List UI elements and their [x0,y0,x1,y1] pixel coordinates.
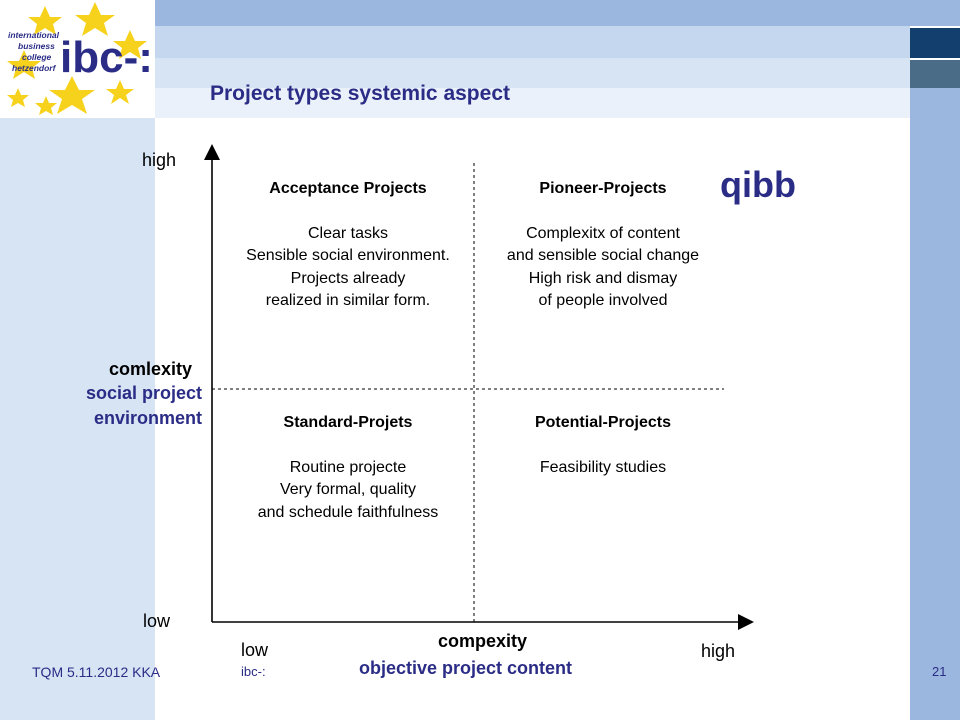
logo-word: hetzendorf [12,63,57,73]
quadrant-line: Very formal, quality [279,481,417,498]
quadrant-line: Feasibility studies [539,458,667,476]
header-stripe [155,26,910,58]
footer-brand: ibc-: [241,664,266,679]
y-axis-high-label: high [142,150,177,170]
quadrant-line: Projects already [290,269,406,287]
quadrant-line: realized in similar form. [265,292,431,309]
quadrant-pioneer-projects: Pioneer-Projects Complexitx of content a… [483,178,723,313]
logo-wordmark: international business college hetzendor… [8,30,153,82]
star-icons [7,2,147,115]
quadrant-title: Pioneer-Projects [539,180,667,197]
quadrant-line: Routine projecte [289,458,407,476]
page-number: 21 [932,664,947,679]
y-axis-title-line2: social project [86,383,203,403]
ibc-logo: international business college hetzendor… [7,2,153,115]
y-axis-title-line1: comlexity [109,359,193,379]
quadrant-title: Standard-Projets [283,414,413,431]
left-background-band [0,118,155,720]
quadrant-acceptance-projects: Acceptance Projects Clear tasks Sensible… [228,178,468,313]
page-title: Project types systemic aspect [210,82,510,105]
x-axis-title-line1: compexity [438,631,528,651]
quadrant-line: and schedule faithfulness [257,503,439,521]
y-axis-low-label: low [143,611,171,631]
quadrant-title: Potential-Projects [534,414,672,431]
quadrant-line: Complexitx of content [526,224,680,242]
quadrant-line: Clear tasks [307,224,389,242]
quadrant-line: Sensible social environment. [246,247,450,264]
header-stripe [155,88,910,118]
header-square-light [910,88,960,118]
quadrant-line: and sensible social change [506,247,700,264]
footer-course-date: TQM 5.11.2012 KKA [32,664,161,680]
header-stripe [155,0,960,26]
quadrant-standard-projects: Standard-Projets Routine projecte Very f… [228,412,468,524]
quadrant-line: of people involved [538,292,668,309]
x-axis-low-label: low [241,640,269,660]
quadrant-title: Acceptance Projects [269,180,427,197]
x-axis-high-label: high [701,641,736,661]
header-stripe [155,58,910,88]
logo-brand: ibc-: [60,33,153,82]
qibb-brand-mark: qibb [720,164,796,205]
x-axis-title-line2: objective project content [359,658,573,678]
logo-word: international [8,30,60,40]
quadrant-potential-projects: Potential-Projects Feasibility studies [483,412,723,479]
header-square-dark [910,28,960,58]
logo-word: college [22,52,52,62]
y-axis-title-line3: environment [94,408,203,428]
header-square-mid [910,60,960,88]
right-background-band [910,118,960,720]
quadrant-line: High risk and dismay [528,269,678,287]
logo-word: business [18,41,55,51]
